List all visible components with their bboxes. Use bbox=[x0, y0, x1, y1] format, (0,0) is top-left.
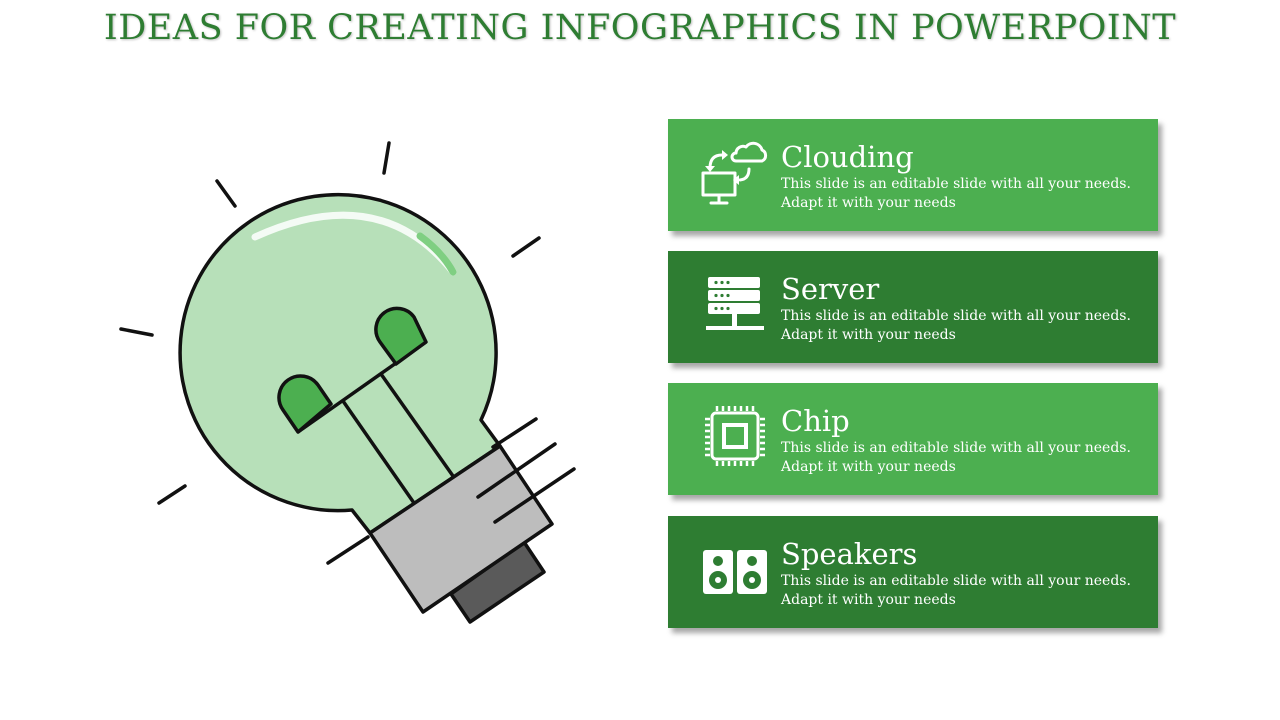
card-heading: Server bbox=[781, 272, 880, 306]
bulb-highlight-tail bbox=[416, 232, 457, 276]
filament-tip-right bbox=[374, 306, 428, 366]
card-description-line: This slide is an editable slide with all… bbox=[781, 176, 1131, 192]
card-server: Server This slide is an editable slide w… bbox=[668, 251, 1158, 363]
card-heading: Clouding bbox=[781, 140, 914, 174]
card-description: This slide is an editable slide with all… bbox=[781, 307, 1151, 345]
chip-icon bbox=[705, 406, 765, 466]
card-description-line: This slide is an editable slide with all… bbox=[781, 308, 1131, 324]
card-speakers: Speakers This slide is an editable slide… bbox=[668, 516, 1158, 628]
card-heading: Chip bbox=[781, 404, 850, 438]
speakers-icon bbox=[703, 550, 767, 594]
card-description-line: This slide is an editable slide with all… bbox=[781, 573, 1131, 589]
light-rays bbox=[119, 141, 541, 505]
filament-tip-left bbox=[277, 374, 333, 434]
card-description-line: Adapt it with your needs bbox=[781, 459, 956, 475]
bulb-base bbox=[368, 444, 554, 614]
card-description: This slide is an editable slide with all… bbox=[781, 175, 1151, 213]
card-clouding: Clouding This slide is an editable slide… bbox=[668, 119, 1158, 231]
motion-lines bbox=[326, 417, 576, 565]
card-chip: Chip This slide is an editable slide wit… bbox=[668, 383, 1158, 495]
card-description: This slide is an editable slide with all… bbox=[781, 439, 1151, 477]
lightbulb-illustration bbox=[119, 141, 576, 624]
cloud-computer-icon bbox=[701, 141, 768, 205]
server-icon bbox=[706, 277, 764, 330]
page-title: IDEAS FOR CREATING INFOGRAPHICS IN POWER… bbox=[103, 8, 1177, 48]
bulb-glass bbox=[178, 192, 502, 535]
card-heading: Speakers bbox=[781, 537, 918, 571]
card-description: This slide is an editable slide with all… bbox=[781, 572, 1151, 610]
card-description-line: This slide is an editable slide with all… bbox=[781, 440, 1131, 456]
card-description-line: Adapt it with your needs bbox=[781, 592, 956, 608]
card-description-line: Adapt it with your needs bbox=[781, 195, 956, 211]
card-description-line: Adapt it with your needs bbox=[781, 327, 956, 343]
